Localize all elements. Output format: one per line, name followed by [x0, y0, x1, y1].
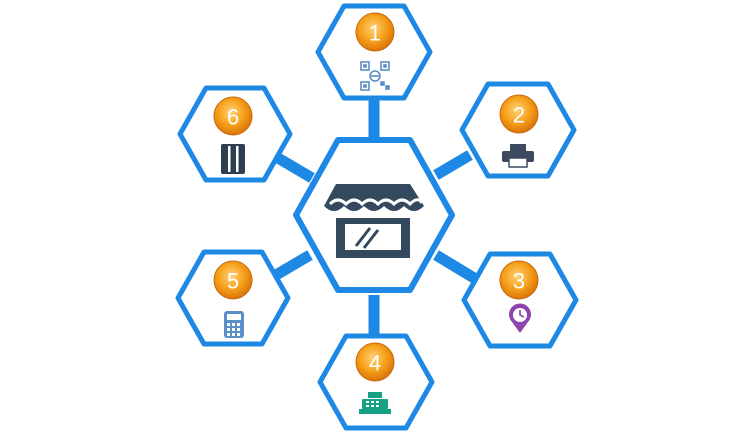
- badge-number: 5: [227, 269, 239, 294]
- connector-3: [433, 250, 477, 283]
- badge-number: 6: [227, 105, 239, 130]
- qr-scan-icon: [360, 61, 390, 91]
- badge-number: 4: [369, 351, 381, 376]
- badge-number: 3: [513, 269, 525, 294]
- badge-3: 3: [499, 260, 539, 300]
- node-4: [317, 333, 435, 431]
- connector-2: [433, 150, 473, 180]
- center-hexagon: [293, 137, 455, 293]
- connector-5: [273, 250, 313, 280]
- node-1: [315, 3, 433, 101]
- node-3: [461, 251, 579, 349]
- printer-icon: [502, 144, 534, 168]
- badge-4: 4: [355, 342, 395, 382]
- node-hexagon: [461, 251, 579, 349]
- connector-6: [275, 153, 315, 183]
- badge-6: 6: [213, 96, 253, 136]
- badge-1: 1: [355, 12, 395, 52]
- node-hexagon: [315, 3, 433, 101]
- storefront-icon: [324, 184, 424, 258]
- location-clock-icon: [509, 303, 531, 333]
- calculator-icon: [224, 311, 244, 338]
- badge-number: 2: [513, 103, 525, 128]
- badge-2: 2: [499, 94, 539, 134]
- cash-register-icon: [359, 392, 391, 414]
- badge-5: 5: [213, 260, 253, 300]
- center-node: [293, 137, 455, 293]
- badge-number: 1: [369, 21, 381, 46]
- node-hexagon: [317, 333, 435, 431]
- connectors: [273, 98, 477, 340]
- card-reader-icon: [221, 144, 245, 174]
